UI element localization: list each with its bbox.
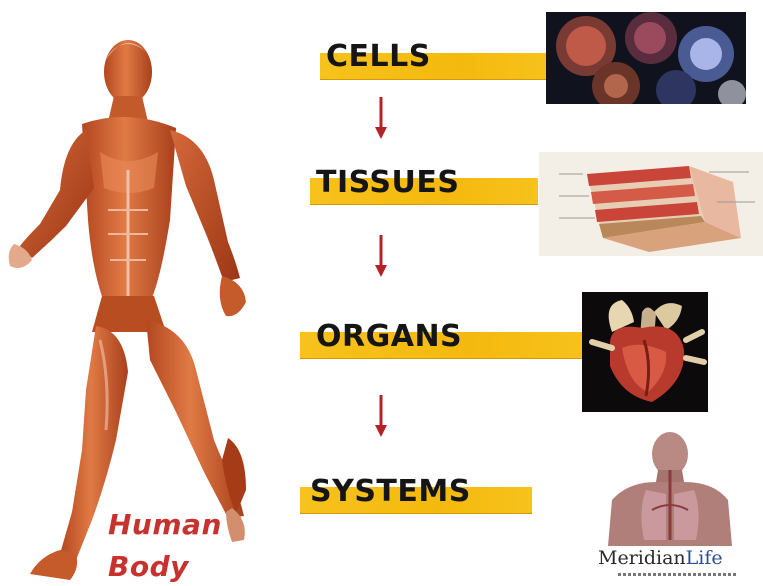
tissue-image bbox=[539, 152, 763, 256]
brand-tagline-decoration bbox=[618, 573, 738, 576]
human-body-icon bbox=[0, 20, 300, 586]
down-arrow-icon bbox=[373, 233, 389, 279]
meridianlife-logo: MeridianLife bbox=[598, 549, 758, 583]
human-body-caption-line1: Human bbox=[108, 511, 258, 539]
body-systems-image bbox=[592, 430, 748, 546]
level-tissues-label: TISSUES bbox=[316, 168, 459, 198]
brand-name: MeridianLife bbox=[598, 549, 723, 568]
level-cells-label: CELLS bbox=[326, 42, 431, 72]
brand-name-part-b: Life bbox=[686, 547, 723, 569]
down-arrow-icon bbox=[373, 95, 389, 141]
human-body-caption-line2: Body bbox=[108, 553, 258, 581]
down-arrow-icon bbox=[373, 393, 389, 439]
level-systems-label: SYSTEMS bbox=[310, 477, 471, 507]
heart-organ-image bbox=[582, 292, 708, 412]
brand-name-part-a: Meridian bbox=[598, 547, 686, 569]
level-organs-label: ORGANS bbox=[316, 322, 462, 352]
cells-image bbox=[546, 12, 746, 104]
